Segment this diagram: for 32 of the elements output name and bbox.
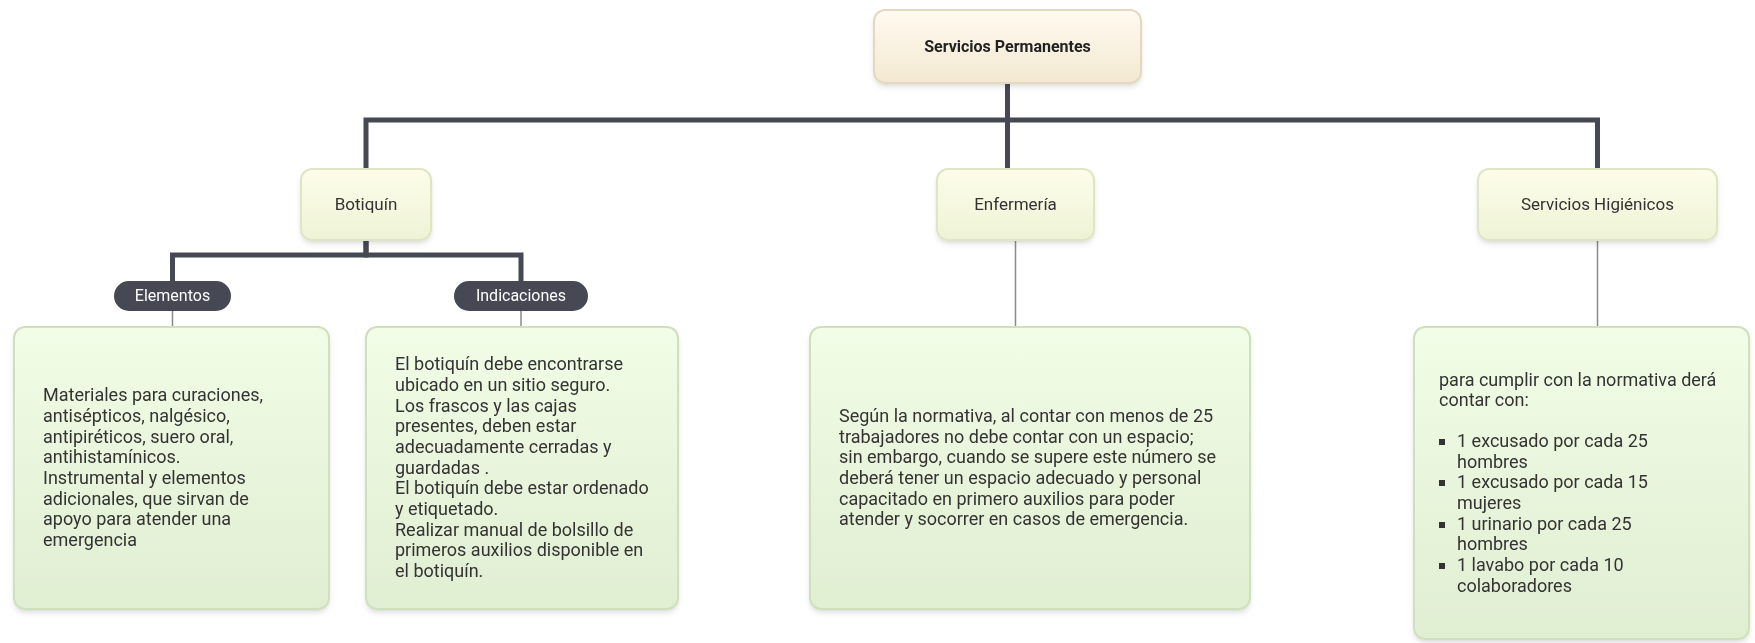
topic-box — [300, 168, 432, 241]
topic-box — [936, 168, 1095, 241]
card-text: El botiquín debe encontrarse ubicado en un sitio seguro. — [395, 354, 624, 396]
topic-label: Botiquín — [334, 192, 398, 216]
card-text: Instrumental y elementos adicionales, que sirvan de apoyo para atender una emergencia — [43, 468, 250, 551]
card-text: Materiales para curaciones, antisépticos, nalgésico, antipiréticos, suero oral, antihistamínicos. — [43, 385, 265, 468]
connector-line — [1596, 240, 1599, 327]
card-text: El botiquín debe estar ordenado y etiquetado. — [395, 478, 649, 520]
connector-line — [520, 310, 522, 327]
content-card — [1413, 326, 1750, 640]
connector-line — [363, 241, 524, 281]
category-pill — [114, 281, 231, 311]
content-card — [365, 326, 679, 610]
topic-label: Indicaciones — [475, 285, 567, 307]
connector-line — [1014, 240, 1017, 327]
root-topic-box — [873, 9, 1142, 84]
category-pill — [454, 281, 588, 311]
topic-box — [1477, 168, 1718, 241]
topic-label: Elementos — [134, 285, 211, 307]
card-text: Según la normativa, al contar con menos de 25 trabajadores no debe contar con un espacio; sin embargo, cuando se supere este número se deberá tener un espacio adecuado y personal capacitado en primero auxilios para poder atender y socorrer en casos de emergencia. — [839, 405, 1218, 531]
list-item: 1 excusado por cada 25 hombres — [1457, 430, 1649, 473]
list-item: 1 urinario por cada 25 hombres — [1457, 513, 1633, 556]
list-item: 1 excusado por cada 15 mujeres — [1457, 472, 1649, 514]
content-card — [809, 326, 1251, 610]
card-text: Realizar manual de bolsillo de primeros auxilios disponible en el botiquín. — [395, 519, 645, 582]
content-card — [13, 326, 330, 610]
topic-label: Servicios Permanentes — [924, 35, 1091, 58]
topic-label: Enfermería — [974, 192, 1057, 216]
card-text: para cumplir con la normativa derá contar con: — [1439, 369, 1718, 411]
topic-label: Servicios Higiénicos — [1521, 192, 1674, 216]
list-item: 1 lavabo por cada 10 colaboradores — [1457, 555, 1625, 597]
card-text: Los frascos y las cajas presentes, deben estar adecuadamente cerradas y guardadas . — [395, 395, 613, 479]
